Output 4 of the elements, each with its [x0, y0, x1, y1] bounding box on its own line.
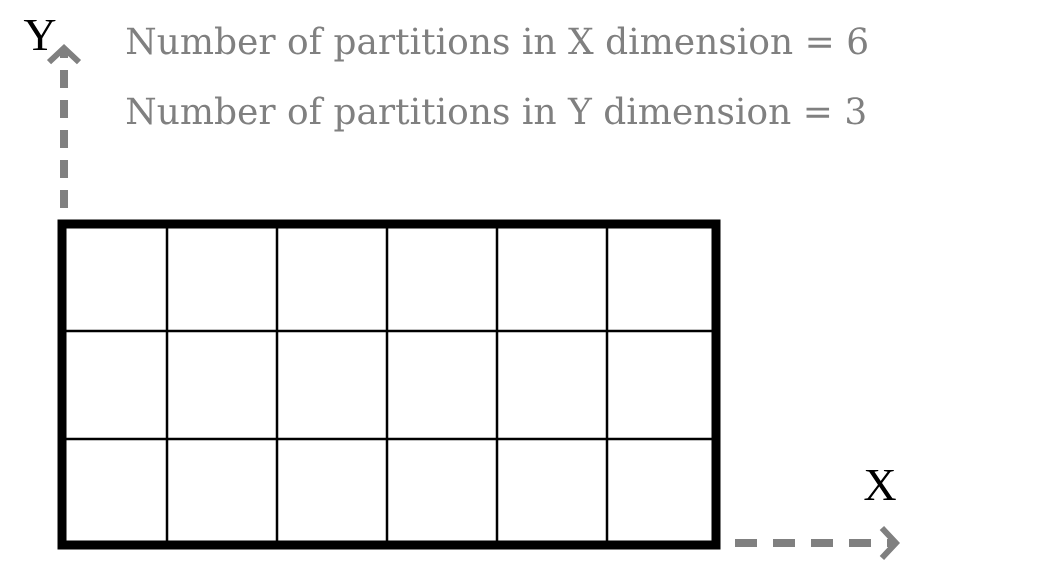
- axis-label: X: [864, 469, 896, 501]
- note-text: Number of partitions in X dimension = 6: [126, 26, 867, 62]
- axis-label: Y: [23, 19, 56, 51]
- note-text: Number of partitions in Y dimension = 3: [126, 96, 865, 132]
